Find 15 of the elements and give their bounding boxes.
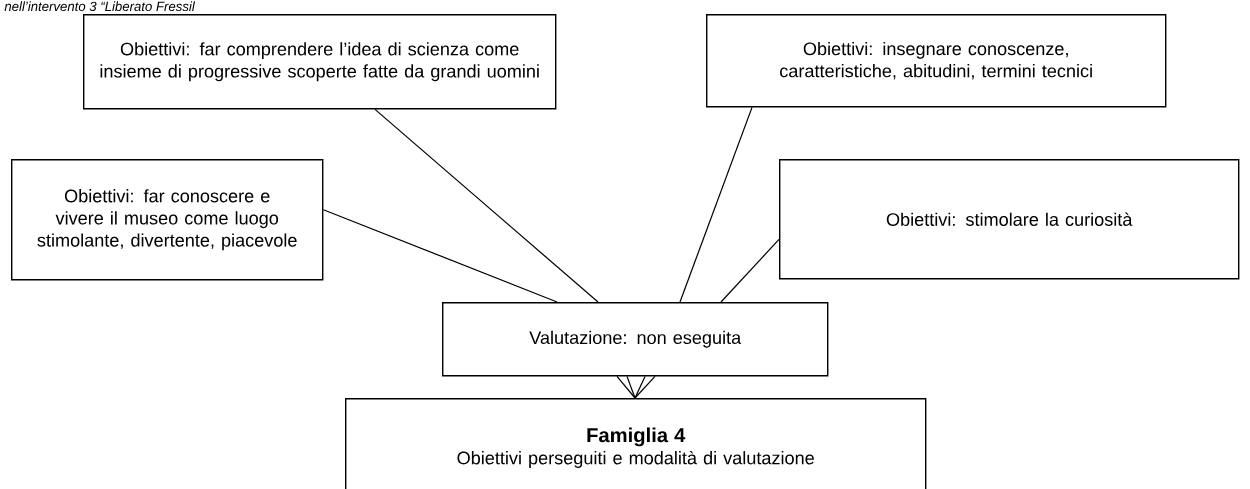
text-box: Obiettivi: far conoscere e vivere il museo come luogo stimolante, divertente, piacevole	[11, 159, 324, 281]
text-box: Obiettivi: far comprendere l’idea di scienza come insieme di progressive scoperte fatte da grandi uomini	[83, 14, 557, 110]
text-box: Famiglia 4 Obiettivi perseguiti e modalità di valutazione	[345, 398, 927, 489]
text-box: Obiettivi: insegnare conoscenze, caratteristiche, abitudini, termini tecnici	[706, 14, 1167, 108]
connector-line	[322, 209, 558, 303]
heading-text: nell’intervento 3 “Liberato Fressil	[4, 1, 196, 12]
text-box: Obiettivi: stimolare la curiosità	[779, 159, 1240, 280]
connector-line	[634, 375, 656, 399]
connector-line	[626, 375, 636, 399]
connector-line	[679, 106, 753, 303]
text-box: Valutazione: non eseguita	[442, 302, 829, 377]
connector-line	[616, 375, 636, 399]
connector-line	[720, 238, 780, 303]
connector-line	[634, 375, 646, 399]
connector-line	[374, 108, 599, 303]
